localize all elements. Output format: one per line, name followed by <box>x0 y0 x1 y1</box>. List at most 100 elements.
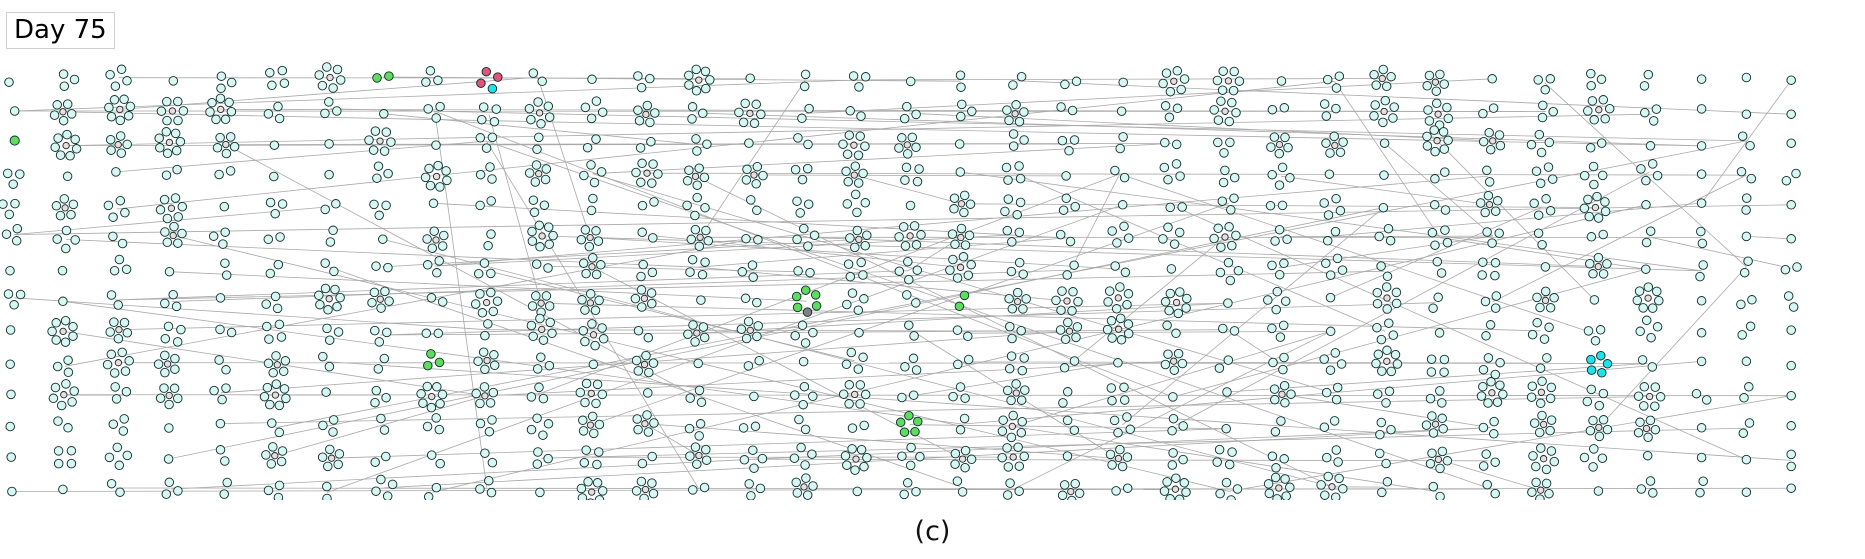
individual-node <box>1651 104 1662 114</box>
individual-node <box>1160 359 1171 370</box>
household-cluster <box>745 73 755 83</box>
individual-node <box>333 459 343 470</box>
individual-node <box>576 483 587 494</box>
center-node <box>1489 137 1497 145</box>
individual-node <box>647 267 658 278</box>
individual-node <box>422 421 433 432</box>
individual-node <box>486 487 497 498</box>
household-cluster <box>1635 315 1663 343</box>
household-cluster <box>1528 443 1560 475</box>
individual-node <box>1325 148 1335 158</box>
individual-node <box>1006 395 1016 406</box>
individual-node <box>271 351 281 361</box>
household-cluster <box>741 161 768 189</box>
individual-node <box>1781 175 1792 186</box>
individual-node <box>369 199 379 210</box>
individual-node <box>1646 332 1656 343</box>
individual-node <box>797 113 807 124</box>
individual-node <box>1173 348 1184 359</box>
individual-node <box>1123 319 1134 329</box>
individual-node <box>748 272 758 282</box>
individual-node <box>586 113 597 124</box>
individual-node <box>214 169 224 180</box>
individual-node <box>371 261 381 271</box>
individual-node <box>1336 359 1347 369</box>
individual-node <box>1643 282 1654 292</box>
individual-node <box>586 160 596 170</box>
individual-node <box>807 449 817 459</box>
individual-node <box>1786 390 1796 401</box>
individual-node <box>1123 328 1134 339</box>
individual-node <box>699 172 710 183</box>
household-cluster <box>1741 356 1752 367</box>
individual-node <box>322 323 332 334</box>
individual-node <box>160 298 170 309</box>
individual-node <box>421 328 432 339</box>
individual-node <box>1286 389 1296 399</box>
individual-node <box>852 207 862 218</box>
individual-node <box>1696 452 1707 463</box>
individual-node <box>578 258 589 268</box>
household-cluster <box>421 328 444 339</box>
individual-node <box>1438 424 1448 434</box>
household-cluster <box>902 290 921 308</box>
individual-node <box>1120 267 1131 278</box>
individual-node <box>957 99 967 110</box>
household-cluster <box>110 382 132 404</box>
individual-node <box>909 221 920 231</box>
individual-node <box>1062 387 1073 397</box>
individual-node <box>104 452 115 463</box>
center-node <box>1537 388 1546 396</box>
household-cluster <box>691 134 712 156</box>
household-cluster <box>370 385 391 408</box>
individual-node <box>1215 488 1225 499</box>
household-cluster <box>643 388 653 398</box>
individual-node <box>581 378 592 389</box>
household-cluster <box>5 325 16 335</box>
household-cluster <box>477 102 502 127</box>
individual-node <box>739 455 750 465</box>
individual-node <box>964 230 975 241</box>
individual-node <box>1007 237 1017 247</box>
household-cluster <box>1582 384 1609 411</box>
individual-node <box>798 399 808 410</box>
individual-node <box>1786 449 1796 460</box>
individual-node <box>905 200 916 211</box>
household-cluster <box>1737 321 1756 340</box>
individual-node <box>1434 328 1445 338</box>
individual-node <box>122 139 132 150</box>
individual-node <box>477 308 488 318</box>
contact-edge <box>1280 235 1493 238</box>
individual-node <box>1583 326 1594 336</box>
household-cluster <box>261 291 283 314</box>
individual-node <box>219 489 229 499</box>
contact-edge <box>1701 79 1792 204</box>
individual-node <box>1545 303 1556 313</box>
individual-node <box>792 302 803 313</box>
individual-node <box>1741 454 1752 465</box>
center-node <box>958 455 967 463</box>
household-cluster <box>1741 487 1752 497</box>
household-cluster <box>1321 382 1343 405</box>
household-cluster <box>1110 165 1130 183</box>
individual-node <box>318 351 328 362</box>
individual-node <box>1271 463 1281 473</box>
individual-node <box>102 359 113 370</box>
household-cluster <box>744 479 766 500</box>
household-cluster <box>693 358 703 369</box>
individual-node <box>1485 144 1496 155</box>
individual-node <box>588 253 598 263</box>
individual-node <box>859 461 869 472</box>
household-cluster <box>1579 444 1608 472</box>
household-cluster <box>376 413 390 435</box>
individual-node <box>1062 415 1073 426</box>
individual-node <box>1588 415 1598 426</box>
household-cluster <box>527 291 555 317</box>
household-cluster <box>1780 262 1802 275</box>
household-cluster <box>1589 295 1600 305</box>
individual-node <box>899 489 909 500</box>
center-node <box>746 109 754 118</box>
individual-node <box>1274 224 1285 235</box>
individual-node <box>225 166 236 176</box>
individual-node <box>224 97 234 108</box>
